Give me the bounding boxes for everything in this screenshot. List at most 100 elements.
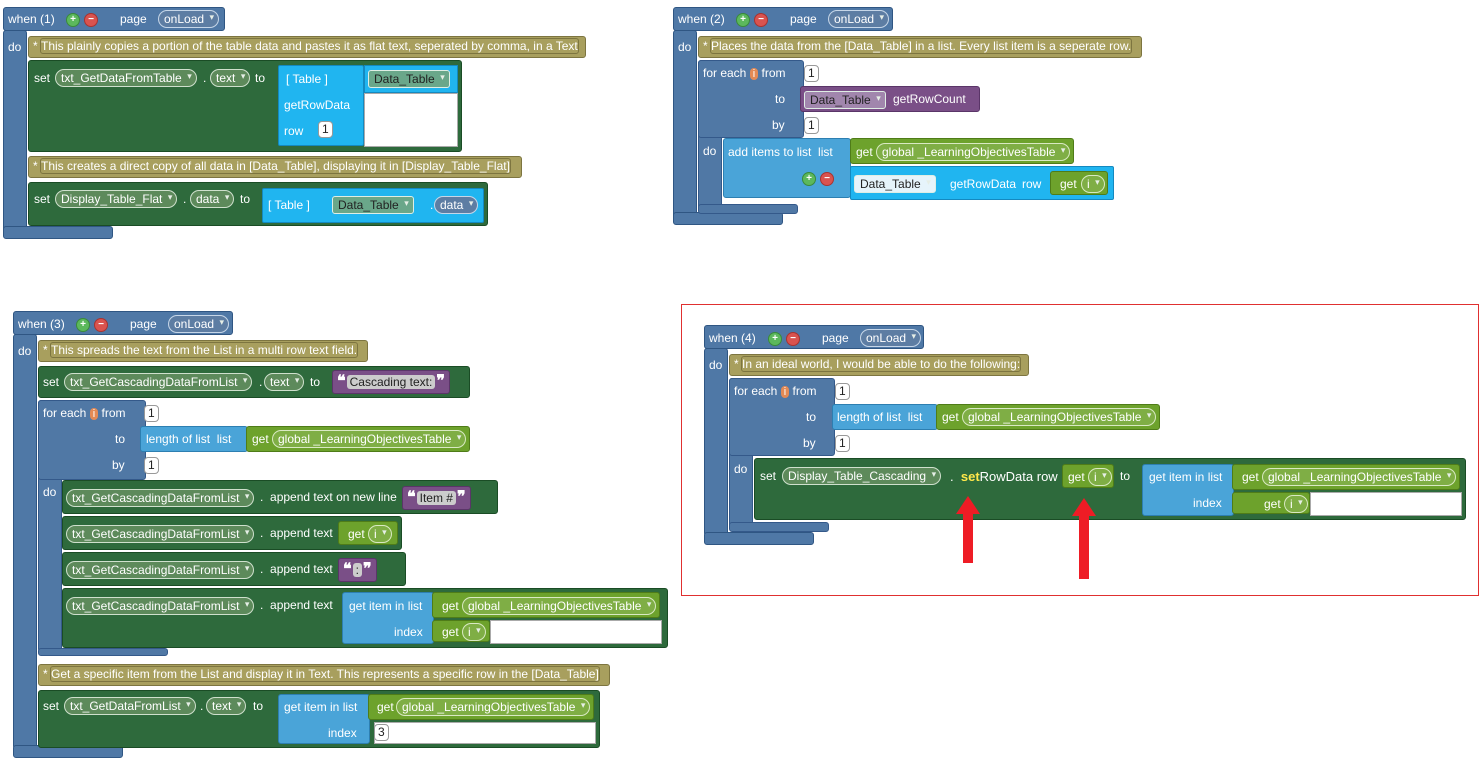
get-item-label: get item in list (284, 700, 358, 714)
table-prop-dropdown[interactable]: data (434, 196, 479, 214)
target-dropdown[interactable]: txt_GetCascadingDataFromList (66, 525, 255, 543)
get-var-dropdown[interactable]: i (1284, 495, 1308, 513)
get-var-dropdown[interactable]: i (368, 525, 392, 543)
get-var-dropdown[interactable]: i (1081, 175, 1105, 193)
get-dropdown[interactable]: global _LearningObjectivesTable (1262, 468, 1457, 486)
by-label: by (112, 458, 125, 472)
set-prop-dropdown[interactable]: text (206, 697, 247, 715)
get-var-dropdown[interactable]: i (462, 623, 486, 641)
when-label: when (3) (18, 317, 65, 331)
do-label: do (678, 40, 692, 54)
get-var-dropdown[interactable]: i (1088, 468, 1112, 486)
set-target-dropdown[interactable]: txt_GetDataFromList (64, 697, 196, 715)
from-number[interactable]: 1 (144, 405, 159, 422)
add-icon[interactable]: + (802, 172, 816, 186)
add-icon[interactable]: + (768, 332, 782, 346)
remove-icon[interactable]: − (84, 13, 98, 27)
set-row-data-label: . setRowData row (950, 469, 1058, 484)
row-label: row (1022, 177, 1042, 191)
text-string-block[interactable]: ❝Cascading text:❞ (332, 370, 450, 394)
comment-star-icon: * (43, 667, 48, 681)
table-dropdown[interactable]: Data_Table (368, 70, 450, 88)
component-label: page (822, 331, 849, 345)
table-label: [ Table ] (286, 72, 328, 86)
get-label: get (856, 145, 873, 159)
add-icon[interactable]: + (66, 13, 80, 27)
table-dropdown[interactable]: Data_Table (804, 91, 886, 109)
length-of-list-block[interactable] (832, 404, 938, 430)
comment-star-icon: * (734, 357, 739, 371)
table-dropdown[interactable]: Data_Table (854, 175, 936, 193)
get-item-label: get item in list (349, 599, 423, 613)
method-label: getRowCount (893, 92, 966, 106)
by-number[interactable]: 1 (835, 435, 850, 452)
target-dropdown[interactable]: txt_GetCascadingDataFromList (66, 561, 255, 579)
component-label: page (790, 12, 817, 26)
target-dropdown[interactable]: txt_GetCascadingDataFromList (66, 597, 255, 615)
get-label: get (442, 625, 459, 639)
event-dropdown[interactable]: onLoad (158, 10, 220, 28)
set-target-dropdown[interactable]: Display_Table_Cascading (782, 467, 942, 485)
get-label: get (348, 527, 365, 541)
method-label: . append text (260, 526, 333, 540)
from-number[interactable]: 1 (804, 65, 819, 82)
dot-label: . (203, 71, 207, 85)
length-of-list-label: length of list list (146, 432, 232, 446)
remove-icon[interactable]: − (754, 13, 768, 27)
get-dropdown[interactable]: global _LearningObjectivesTable (962, 408, 1157, 426)
get-label: get (252, 432, 269, 446)
remove-icon[interactable]: − (786, 332, 800, 346)
get-dropdown[interactable]: global _LearningObjectivesTable (396, 698, 591, 716)
add-icon[interactable]: + (76, 318, 90, 332)
set-prop-dropdown[interactable]: text (264, 373, 305, 391)
get-dropdown[interactable]: global _LearningObjectivesTable (272, 430, 467, 448)
when-label: when (2) (678, 12, 725, 26)
event-dropdown[interactable]: onLoad (168, 315, 230, 333)
set-target-dropdown[interactable]: txt_GetCascadingDataFromList (64, 373, 253, 391)
comment-text: This spreads the text from the List in a… (50, 342, 359, 358)
index-number[interactable]: 3 (374, 724, 389, 741)
add-items-block[interactable] (723, 138, 851, 198)
set-target-dropdown[interactable]: txt_GetDataFromTable (55, 69, 197, 87)
from-number[interactable]: 1 (835, 383, 850, 400)
get-item-in-list-block[interactable] (342, 592, 434, 644)
get-dropdown[interactable]: global _LearningObjectivesTable (876, 143, 1071, 161)
event-dropdown[interactable]: onLoad (860, 329, 922, 347)
annotation-arrow-icon (1072, 498, 1096, 516)
row-number[interactable]: 1 (318, 121, 333, 138)
table-dropdown[interactable]: Data_Table (332, 196, 414, 214)
comment-star-icon: * (43, 343, 48, 357)
method-label: . append text (260, 562, 333, 576)
annotation-arrow-icon (956, 496, 980, 514)
set-prop-dropdown[interactable]: data (190, 190, 235, 208)
method-label: . append text (260, 598, 333, 612)
text-string-block[interactable]: ❝Item #❞ (402, 486, 471, 510)
get-item-in-list-block[interactable] (1142, 464, 1234, 516)
set-prop-dropdown[interactable]: text (210, 69, 251, 87)
add-icon[interactable]: + (736, 13, 750, 27)
dot-label: . (259, 375, 263, 389)
when-label: when (1) (8, 12, 55, 26)
set-target-dropdown[interactable]: Display_Table_Flat (55, 190, 178, 208)
set-label: set (43, 375, 60, 389)
remove-icon[interactable]: − (94, 318, 108, 332)
comment-text: This creates a direct copy of all data i… (40, 158, 511, 174)
dot-label: . (183, 192, 187, 206)
by-number[interactable]: 1 (144, 457, 159, 474)
length-of-list-block[interactable] (140, 426, 248, 452)
get-dropdown[interactable]: global _LearningObjectivesTable (462, 597, 657, 615)
to-label: to (310, 375, 321, 389)
table-label: [ Table ] (268, 198, 310, 212)
highlight-frame (681, 304, 1479, 596)
by-number[interactable]: 1 (804, 117, 819, 134)
get-item-in-list-block[interactable] (278, 694, 370, 744)
component-label: page (130, 317, 157, 331)
component-label: page (120, 12, 147, 26)
remove-icon[interactable]: − (820, 172, 834, 186)
set-label: set (760, 469, 777, 483)
text-string-block[interactable]: ❝:❞ (338, 558, 377, 582)
target-dropdown[interactable]: txt_GetCascadingDataFromList (66, 489, 255, 507)
get-label: get (1264, 497, 1281, 511)
do-label: do (703, 144, 717, 158)
event-dropdown[interactable]: onLoad (828, 10, 890, 28)
